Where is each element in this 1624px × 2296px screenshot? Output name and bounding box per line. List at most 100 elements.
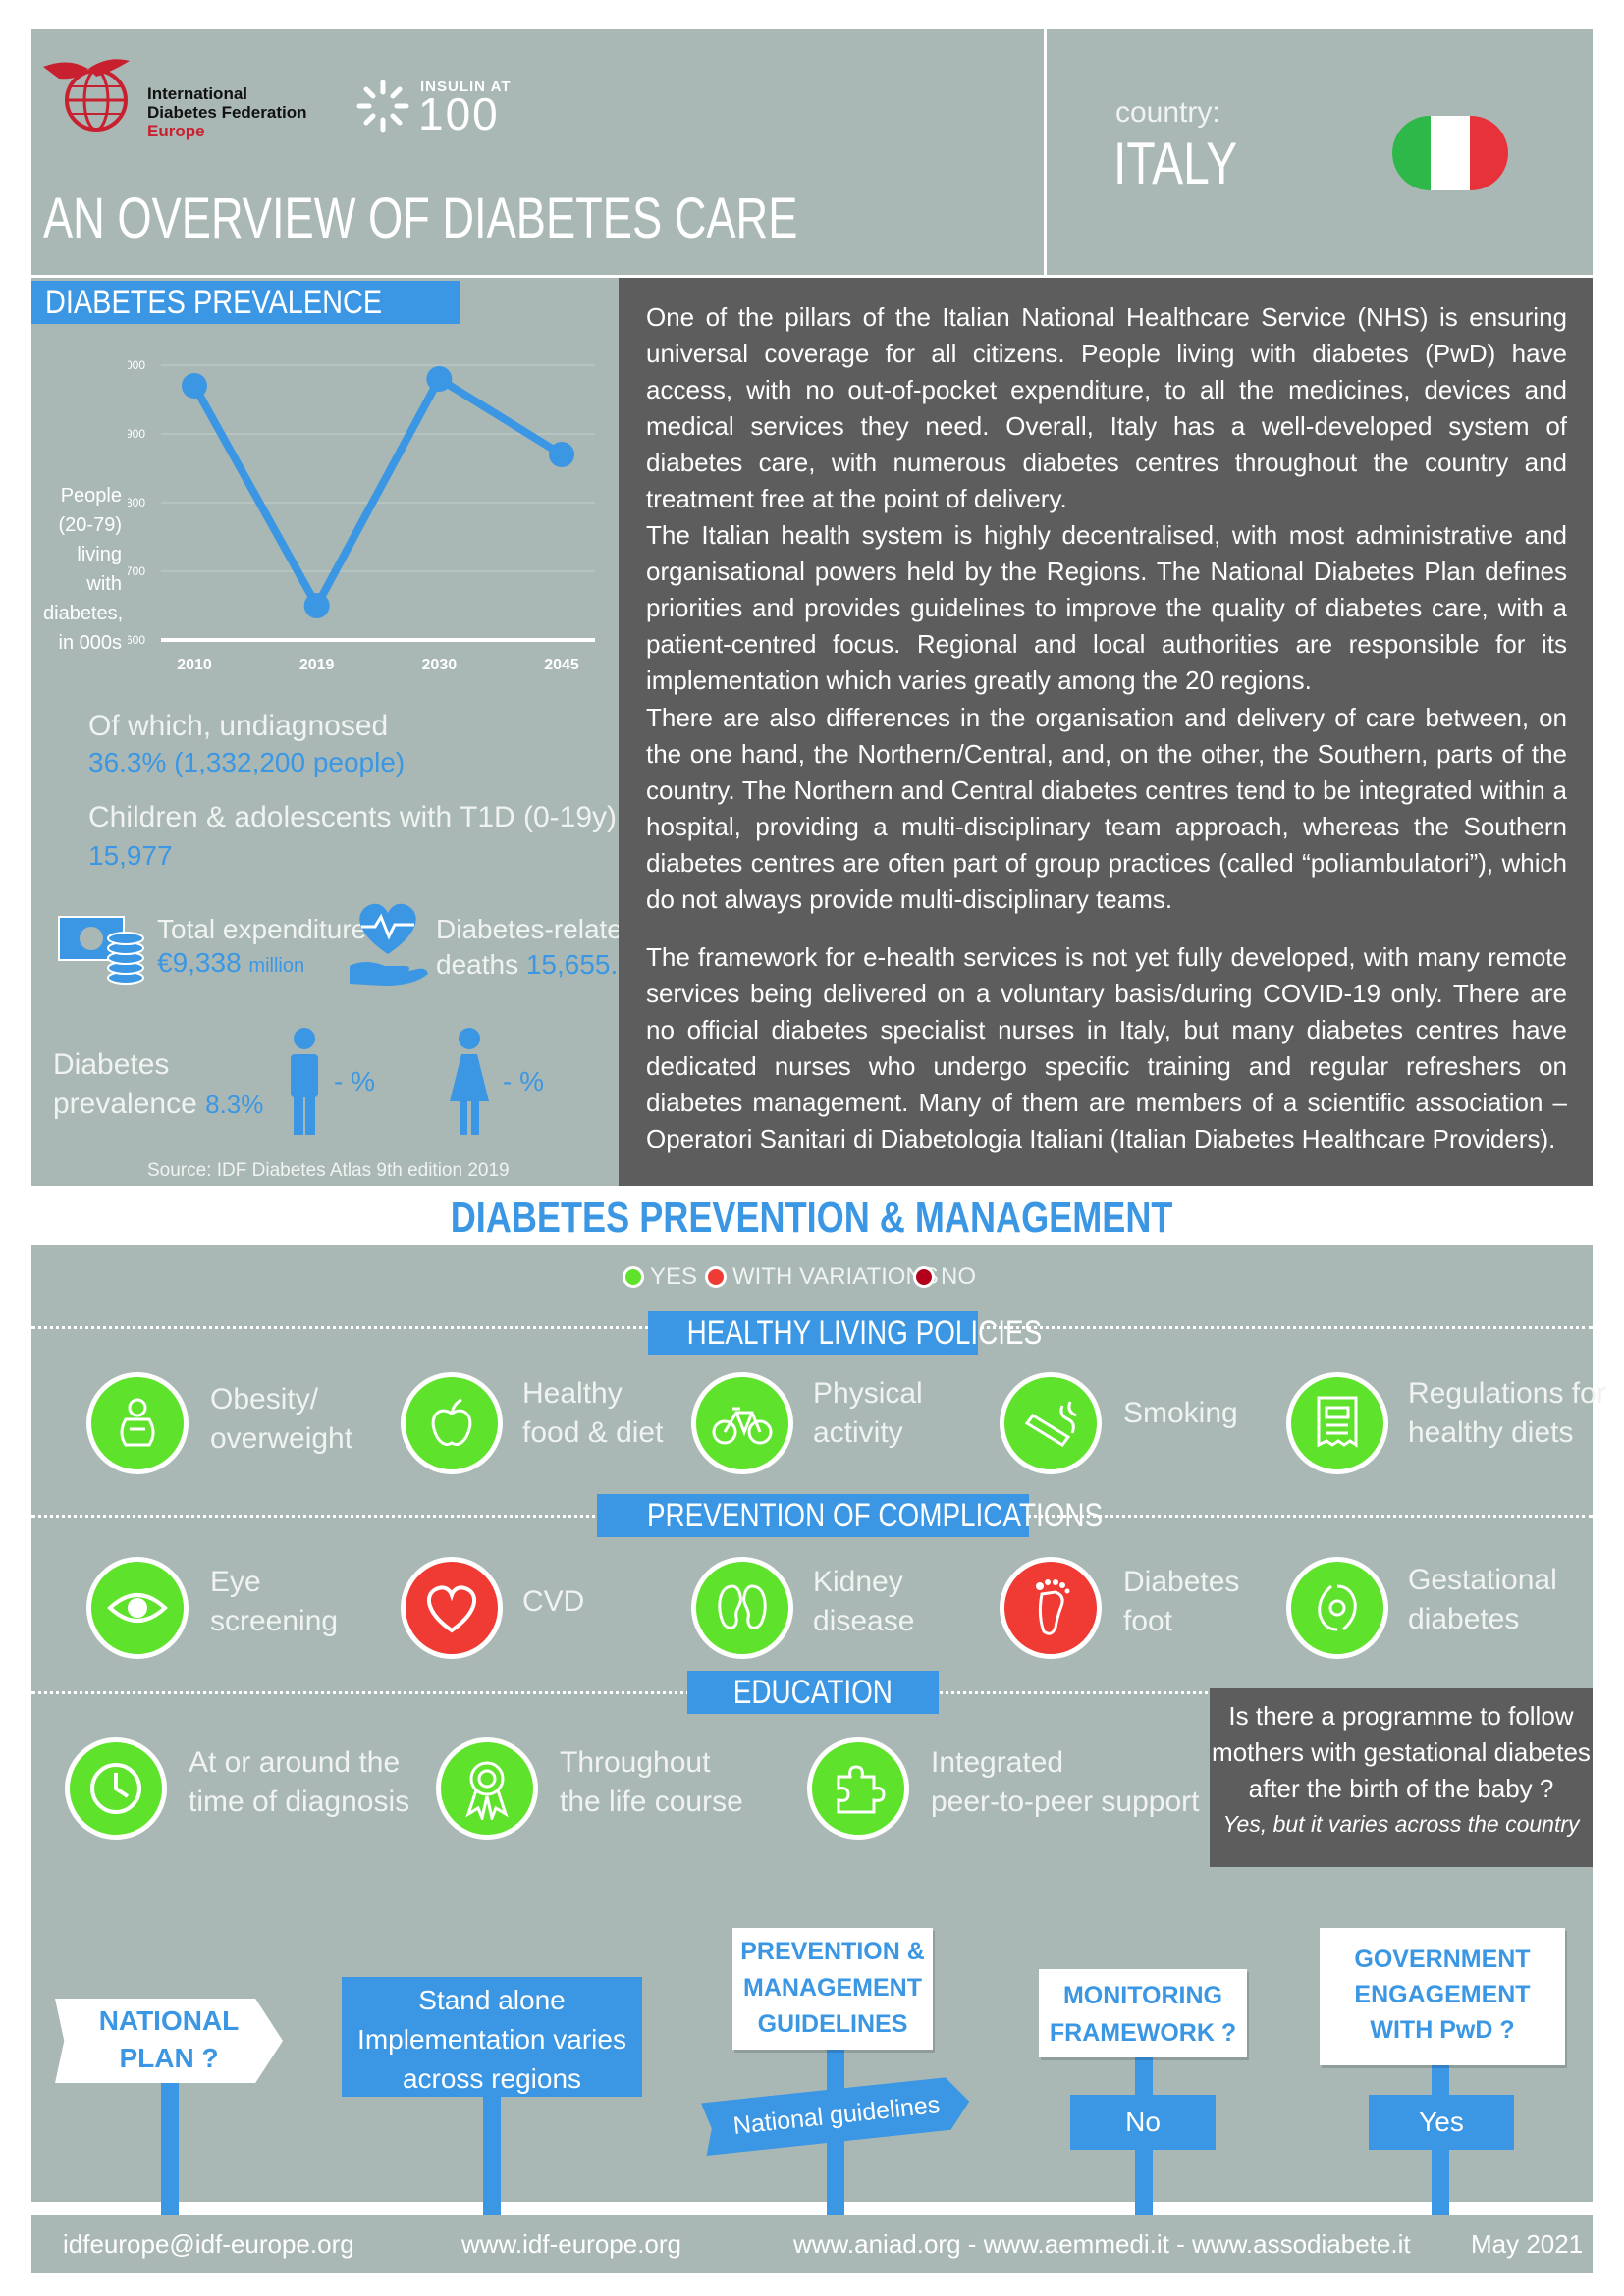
foot-icon bbox=[1000, 1557, 1102, 1659]
education-title: EDUCATION bbox=[687, 1671, 939, 1714]
overview-paragraph-2: The Italian health system is highly dece… bbox=[646, 520, 1567, 695]
gestational-followup-box: Is there a programme to follow mothers w… bbox=[1210, 1688, 1593, 1867]
footer-web[interactable]: www.idf-europe.org bbox=[461, 2229, 681, 2259]
chart-xtick-label: 2045 bbox=[544, 657, 579, 673]
government-answer-sign: Yes bbox=[1369, 2095, 1514, 2150]
undiagnosed-value: 36.3% (1,332,200 people) bbox=[88, 747, 406, 777]
obesity-icon bbox=[86, 1372, 189, 1474]
management-title: DIABETES PREVENTION & MANAGEMENT bbox=[451, 1194, 1173, 1242]
footer-email[interactable]: idfeurope@idf-europe.org bbox=[63, 2229, 354, 2259]
national-plan-sign: NATIONAL PLAN ? bbox=[55, 1999, 283, 2083]
org-name: International Diabetes Federation Europe bbox=[147, 84, 307, 140]
overview-paragraph-3: There are also differences in the organi… bbox=[646, 703, 1567, 914]
children-label: Children & adolescents with T1D (0-19y) bbox=[88, 801, 618, 833]
male-icon bbox=[285, 1027, 324, 1135]
female-value: - % bbox=[503, 1066, 544, 1096]
overview-paragraph-4: The framework for e-health services is n… bbox=[646, 942, 1567, 1153]
overview-text-panel: One of the pillars of the Italian Nation… bbox=[619, 278, 1593, 1186]
chart-series-line bbox=[190, 375, 565, 610]
cvd-label: CVD bbox=[522, 1585, 585, 1618]
legend-yes: YES bbox=[650, 1263, 698, 1290]
prev-value-row: prevalence 8.3% bbox=[53, 1088, 264, 1120]
kidney-icon bbox=[691, 1557, 793, 1659]
chart-point bbox=[182, 373, 207, 399]
female-icon bbox=[448, 1027, 491, 1135]
male-value: - % bbox=[334, 1066, 375, 1096]
clock-icon bbox=[65, 1737, 167, 1840]
legend-yes-dot bbox=[623, 1266, 644, 1288]
gestational-icon bbox=[1286, 1557, 1388, 1659]
country-name: ITALY bbox=[1113, 131, 1238, 196]
chart-xtick-label: 2019 bbox=[299, 657, 335, 673]
heart-icon bbox=[401, 1557, 503, 1659]
deaths-label-1: Diabetes-related bbox=[436, 914, 638, 944]
chart-point bbox=[549, 442, 574, 467]
prev-label-1: Diabetes bbox=[53, 1048, 170, 1081]
insulin-line2: 100 bbox=[418, 88, 500, 139]
government-sign: GOVERNMENT ENGAGEMENT WITH PwD ? bbox=[1320, 1928, 1565, 2065]
footer-other-links[interactable]: www.aniad.org - www.aemmedi.it - www.ass… bbox=[793, 2229, 1411, 2259]
chart-ytick-label: 4,000 bbox=[128, 358, 145, 372]
chart-ytick-label: 3,700 bbox=[128, 564, 145, 578]
children-value: 15,977 bbox=[88, 840, 173, 871]
legend-no: NO bbox=[941, 1263, 976, 1290]
monitoring-answer-sign: No bbox=[1070, 2095, 1216, 2150]
legend-no-dot bbox=[913, 1266, 935, 1288]
obesity-label: Obesity/overweight bbox=[210, 1383, 353, 1455]
guidelines-sign: PREVENTION & MANAGEMENT GUIDELINES bbox=[732, 1928, 933, 2050]
overview-paragraph-1: One of the pillars of the Italian Nation… bbox=[646, 302, 1567, 513]
puzzle-icon bbox=[807, 1737, 909, 1840]
expenditure-value: €9,338 million bbox=[157, 947, 305, 978]
header-panel bbox=[31, 29, 1593, 275]
heart-hand-icon bbox=[346, 895, 430, 989]
apple-icon bbox=[401, 1372, 503, 1474]
chart-ytick-label: 3,600 bbox=[128, 633, 145, 647]
money-icon bbox=[57, 905, 147, 986]
header-hline bbox=[31, 275, 1593, 278]
prevalence-chart: 4,000 3,900 3,800 3,700 3,600 2010 2019 2030 20… bbox=[128, 358, 595, 673]
expenditure-label: Total expenditure bbox=[157, 914, 367, 944]
insulin-line1: INSULIN AT bbox=[420, 79, 512, 95]
monitoring-sign: MONITORING FRAMEWORK ? bbox=[1039, 1969, 1247, 2057]
chart-xtick-label: 2030 bbox=[422, 657, 458, 673]
idf-logo-icon bbox=[39, 51, 137, 141]
chart-xtick-label: 2010 bbox=[177, 657, 212, 673]
legend-variations: WITH VARIATIONS bbox=[732, 1263, 939, 1290]
undiagnosed-label: Of which, undiagnosed bbox=[88, 710, 389, 742]
chart-point bbox=[426, 366, 453, 392]
implementation-sign: Stand alone Implementation varies across… bbox=[342, 1977, 642, 2097]
chart-ytick-label: 3,900 bbox=[128, 427, 145, 441]
ribbon-award-icon bbox=[436, 1737, 538, 1840]
smoking-label: Smoking bbox=[1123, 1397, 1238, 1429]
footer-bar bbox=[31, 2215, 1593, 2273]
chart-point bbox=[303, 593, 330, 618]
bicycle-icon bbox=[691, 1372, 793, 1474]
complications-title: PREVENTION OF COMPLICATIONS bbox=[597, 1494, 1103, 1537]
insulin-sunburst-icon bbox=[355, 79, 410, 133]
legend-variations-dot bbox=[705, 1266, 727, 1288]
header-divider bbox=[1044, 29, 1047, 275]
prevalence-section-title: DIABETES PREVALENCE bbox=[31, 281, 460, 324]
regulations-icon bbox=[1286, 1372, 1388, 1474]
chart-ytick-label: 3,800 bbox=[128, 496, 145, 509]
smoking-icon bbox=[1000, 1372, 1102, 1474]
page-title: AN OVERVIEW OF DIABETES CARE bbox=[43, 187, 798, 250]
deaths-value-row: deaths 15,655.7 bbox=[436, 949, 633, 980]
source-note: Source: IDF Diabetes Atlas 9th edition 2… bbox=[147, 1160, 510, 1181]
footer-date: May 2021 bbox=[1471, 2229, 1584, 2259]
country-label: country: bbox=[1115, 96, 1220, 129]
italy-flag-icon bbox=[1392, 116, 1508, 190]
healthy-living-title: HEALTHY LIVING POLICIES bbox=[648, 1311, 1042, 1355]
eye-icon bbox=[86, 1557, 189, 1659]
chart-ylabel: People (20-79) living with diabetes, in … bbox=[43, 485, 124, 654]
